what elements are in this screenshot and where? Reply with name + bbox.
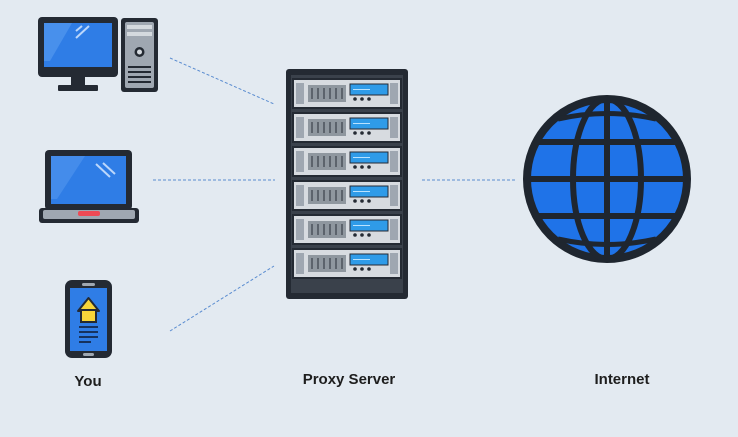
proxy-server-label: Proxy Server [302,371,396,388]
internet-label: Internet [594,371,650,388]
server-unit [292,146,402,177]
server-unit [292,180,402,211]
server-unit [292,78,402,109]
server-unit [292,248,402,279]
smartphone-icon [65,280,112,358]
desktop-computer-icon [38,17,158,92]
server-unit [292,214,402,245]
server-rack-icon [286,69,408,299]
server-unit [292,112,402,143]
client-label: You [74,373,102,390]
laptop-icon [39,150,139,223]
globe-icon [523,95,691,263]
connector-desktop-proxy [169,57,275,105]
connector-phone-proxy [169,265,275,332]
